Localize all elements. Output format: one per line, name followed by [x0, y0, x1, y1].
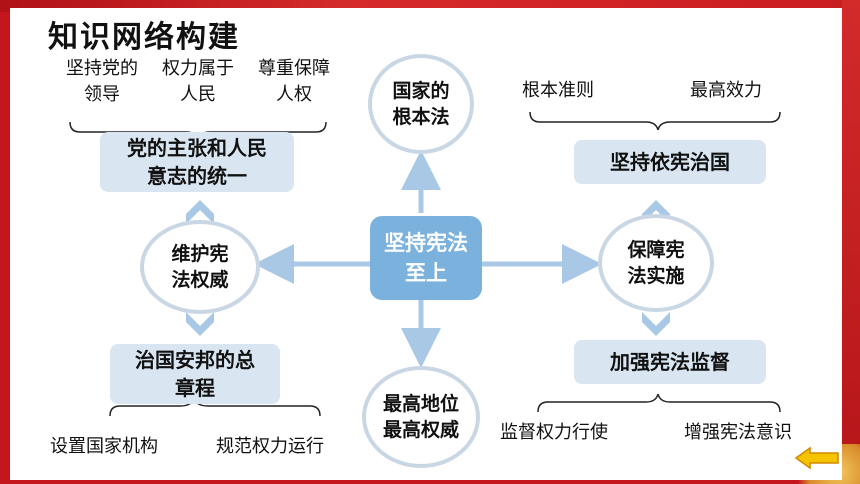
- brace-right-bottom: [537, 393, 781, 413]
- chevron-up-left: [186, 200, 214, 224]
- right-top-item-2: 最高效力: [690, 80, 762, 101]
- right-bottom-item-2: 增强宪法意识: [684, 422, 792, 443]
- left-top-item-2: 权力属于人民: [162, 58, 234, 105]
- right-top-item-1: 根本准则: [522, 80, 594, 101]
- center-node: 坚持宪法至上: [370, 216, 482, 300]
- left-bottom-box: 治国安邦的总章程: [110, 344, 280, 404]
- brace-right-top: [529, 111, 781, 131]
- left-circle: 维护宪法权威: [140, 220, 260, 314]
- left-top-item-1: 坚持党的领导: [66, 58, 138, 105]
- frame-side: [842, 0, 860, 484]
- bottom-node: 最高地位最高权威: [362, 366, 480, 468]
- page-title: 知识网络构建: [48, 20, 240, 55]
- top-node: 国家的根本法: [368, 54, 474, 154]
- right-top-box: 坚持依宪治国: [574, 140, 766, 184]
- left-top-box: 党的主张和人民意志的统一: [100, 132, 294, 192]
- arrow-left-icon[interactable]: [794, 446, 840, 470]
- right-bottom-item-1: 监督权力行使: [500, 422, 608, 443]
- left-bottom-item-1: 设置国家机构: [50, 436, 158, 457]
- right-circle: 保障宪法实施: [598, 214, 714, 312]
- chevron-down-right: [642, 312, 670, 336]
- left-top-item-3: 尊重保障人权: [258, 58, 330, 105]
- chevron-down-left: [186, 312, 214, 336]
- chevron-up-right: [642, 200, 670, 224]
- right-bottom-box: 加强宪法监督: [574, 340, 766, 384]
- left-bottom-item-2: 规范权力运行: [216, 436, 324, 457]
